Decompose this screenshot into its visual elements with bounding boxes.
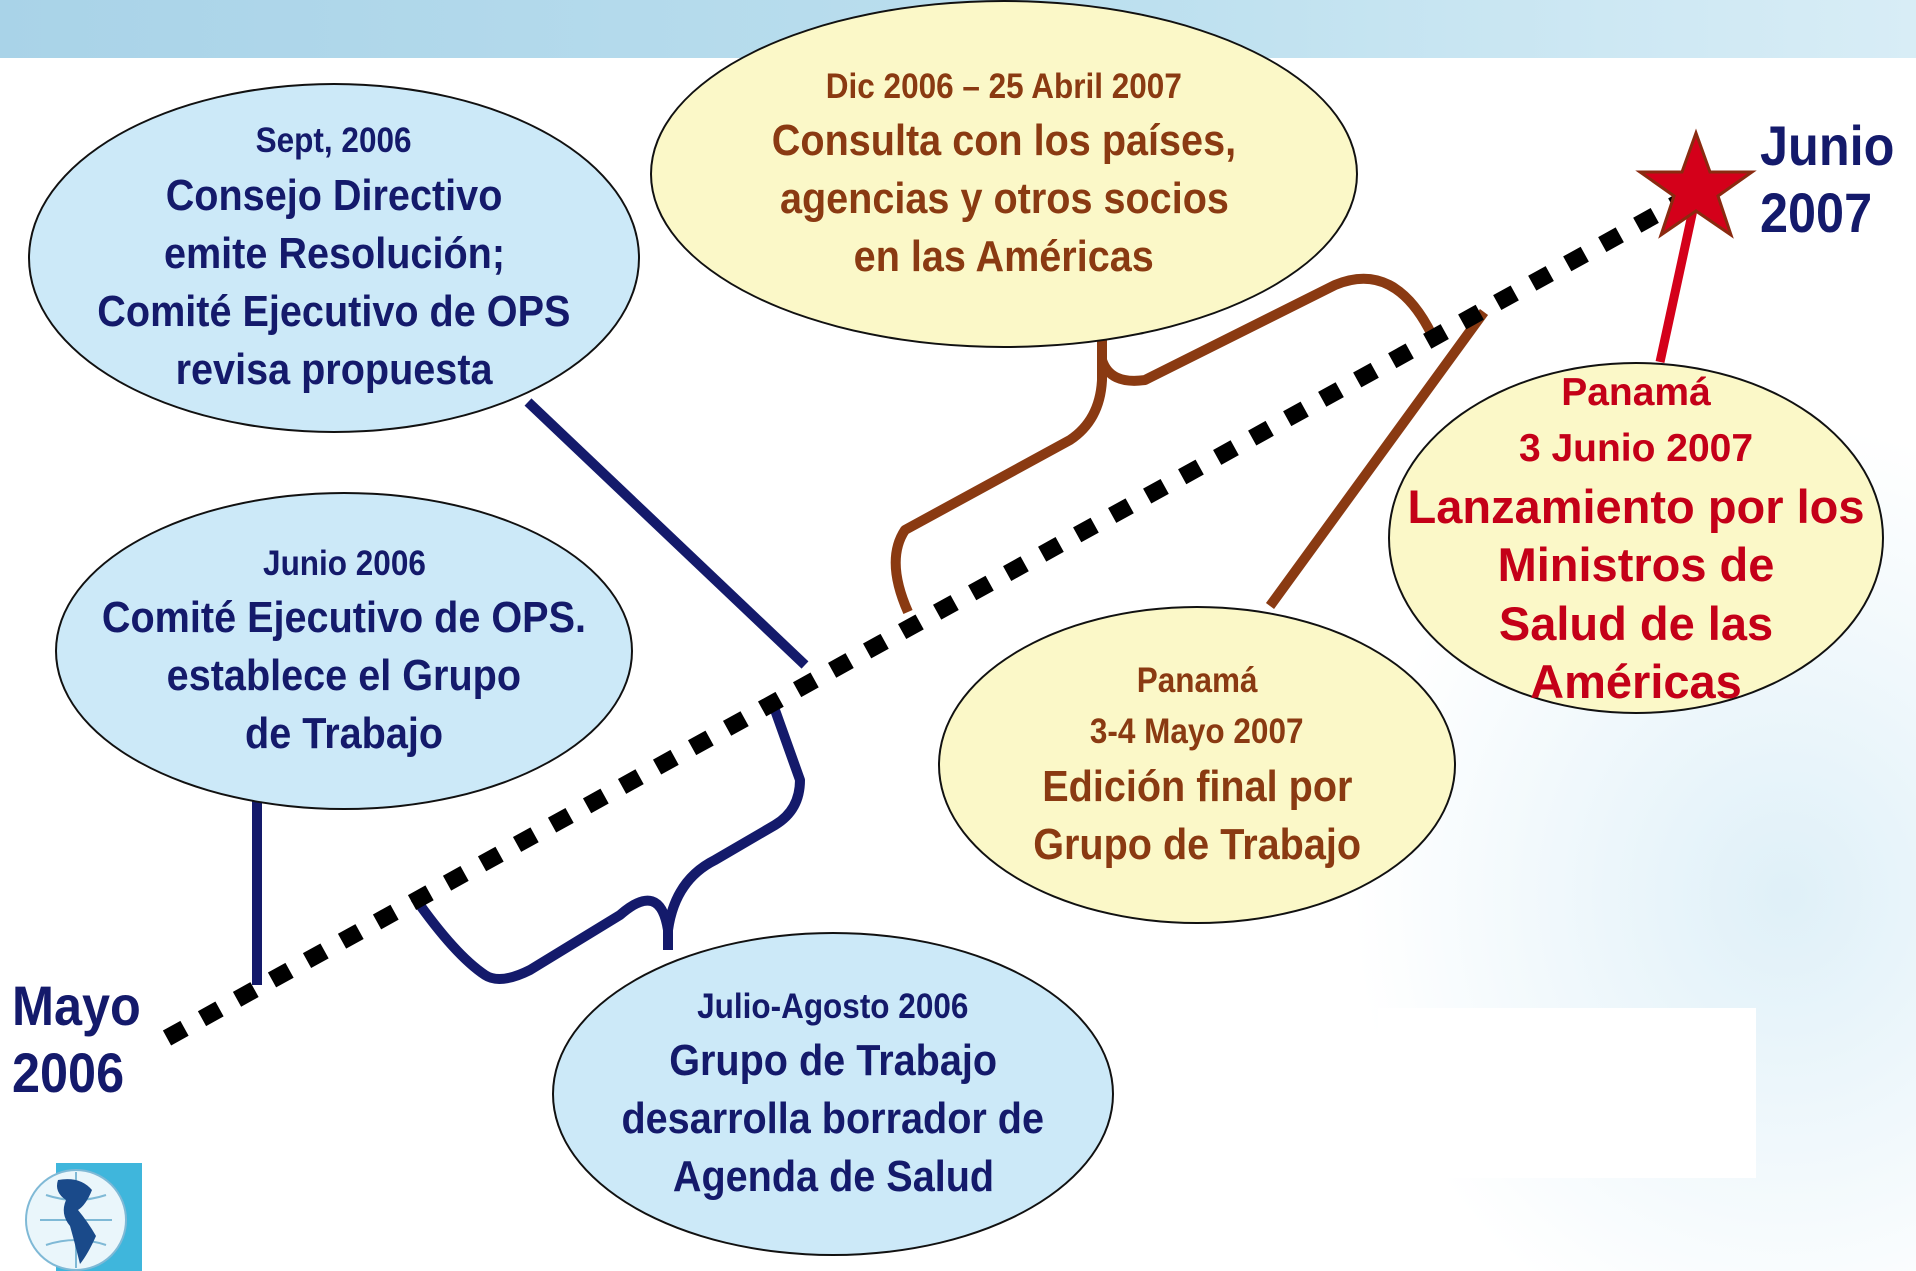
event-sept-2006: Sept, 2006 Consejo Directivo emite Resol… [28, 83, 640, 433]
event-line: desarrolla borrador de [621, 1094, 1045, 1144]
end-year: 2007 [1760, 181, 1873, 245]
event-line: Ministros de [1497, 538, 1775, 592]
timeline-line [162, 188, 1695, 1046]
event-line: emite Resolución; [163, 229, 505, 279]
event-date: Panamá [1136, 661, 1258, 701]
event-consulta: Dic 2006 – 25 Abril 2007 Consulta con lo… [650, 0, 1358, 348]
event-line: Grupo de Trabajo [669, 1036, 997, 1086]
event-line: Agenda de Salud [672, 1152, 994, 1202]
connector-lanzamiento [1655, 195, 1701, 363]
connector-sept-2006 [524, 398, 809, 669]
event-line: establece el Grupo [166, 651, 522, 701]
start-year: 2006 [12, 1041, 125, 1105]
event-date: Dic 2006 – 25 Abril 2007 [825, 66, 1183, 106]
event-line: revisa propuesta [175, 345, 493, 395]
event-line: de Trabajo [244, 709, 444, 759]
event-line: Comité Ejecutivo de OPS [97, 287, 571, 337]
star-icon [1635, 128, 1757, 239]
event-line: 3-4 Mayo 2007 [1090, 711, 1304, 751]
end-month: Junio [1760, 114, 1895, 177]
event-edicion-final: Panamá 3-4 Mayo 2007 Edición final por G… [938, 606, 1456, 924]
blank-panel [1378, 1008, 1756, 1178]
event-line: Edición final por [1041, 761, 1353, 811]
event-date: Panamá [1561, 370, 1711, 414]
start-month: Mayo [12, 974, 141, 1037]
americas-globe-icon [25, 1163, 142, 1271]
event-line: Lanzamiento por los [1407, 480, 1865, 534]
event-line: 3 Junio 2007 [1518, 427, 1754, 471]
event-line: Consejo Directivo [165, 171, 503, 221]
brace-julio-agosto-2006 [410, 708, 805, 984]
event-date: Sept, 2006 [256, 121, 412, 161]
brace-consulta [890, 273, 1437, 615]
event-lanzamiento: Panamá 3 Junio 2007 Lanzamiento por los … [1388, 362, 1884, 714]
event-date: Junio 2006 [262, 543, 426, 583]
timeline-start-label: Mayo 2006 [12, 972, 141, 1106]
event-date: Julio-Agosto 2006 [697, 986, 969, 1026]
event-line: agencias y otros socios [779, 174, 1229, 224]
event-julio-agosto-2006: Julio-Agosto 2006 Grupo de Trabajo desar… [552, 932, 1114, 1256]
event-line: Salud de las [1498, 596, 1774, 650]
event-line: Comité Ejecutivo de OPS. [101, 593, 587, 643]
event-line: Consulta con los países, [771, 116, 1237, 166]
connector-edicion-final [1265, 309, 1489, 609]
event-junio-2006: Junio 2006 Comité Ejecutivo de OPS. esta… [55, 492, 633, 810]
event-line: Américas [1530, 654, 1742, 708]
event-line: en las Américas [853, 232, 1155, 282]
timeline-end-label: Junio 2007 [1760, 112, 1894, 246]
event-line: Grupo de Trabajo [1033, 819, 1361, 869]
